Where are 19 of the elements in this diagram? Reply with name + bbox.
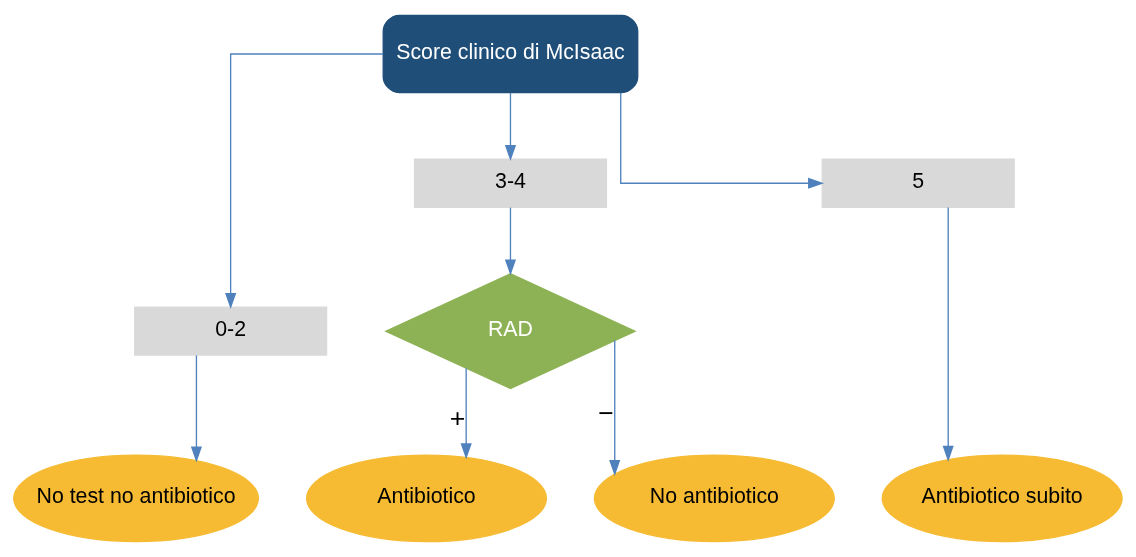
arrow <box>620 92 825 189</box>
edge-label: − <box>598 397 614 428</box>
node-box: 5 <box>821 158 1015 208</box>
arrow <box>504 207 517 276</box>
node-ellipse: No test no antibiotico <box>13 454 260 543</box>
node-ellipse: No antibiotico <box>593 454 835 543</box>
arrow <box>460 367 472 460</box>
edge-label: + <box>449 403 466 434</box>
arrow <box>225 53 384 310</box>
arrow <box>190 354 203 463</box>
arrow <box>504 92 517 162</box>
node-diamond: RAD <box>384 273 637 390</box>
node-box: Score clinico di McIsaac <box>382 14 639 94</box>
node-box: 3-4 <box>413 158 608 208</box>
node-ellipse: Antibiotico <box>305 454 548 543</box>
node-ellipse: Antibiotico subito <box>881 454 1123 543</box>
arrow <box>609 339 621 476</box>
node-box: 0-2 <box>134 306 328 356</box>
arrow <box>942 206 954 462</box>
